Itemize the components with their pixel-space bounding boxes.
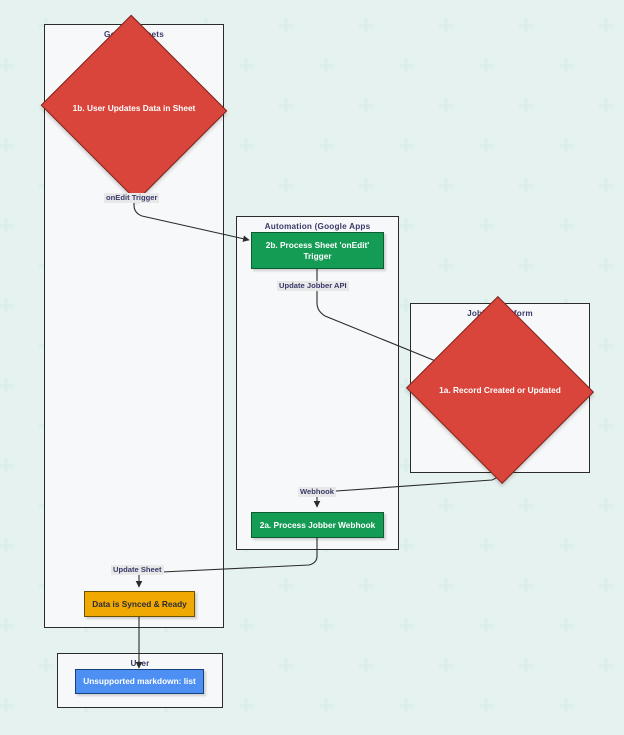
node-label: Data is Synced & Ready [92, 598, 187, 609]
node-label: 2b. Process Sheet 'onEdit' Trigger [265, 240, 370, 261]
subgraph-title-automation: Automation (Google Apps [264, 222, 371, 231]
edge-webhook [321, 455, 501, 493]
node-label: 1a. Record Created or Updated [439, 384, 561, 395]
edge-label-webhook: Webhook [298, 487, 337, 498]
node-label: Unsupported markdown: list [83, 676, 196, 687]
node-process-jobber-webhook[interactable]: 2a. Process Jobber Webhook [251, 512, 384, 538]
node-user-updates-data-diamond[interactable]: 1b. User Updates Data in Sheet [40, 14, 228, 202]
node-process-sheet-onedit-trigger[interactable]: 2b. Process Sheet 'onEdit' Trigger [251, 232, 384, 269]
node-label: 2a. Process Jobber Webhook [259, 519, 376, 530]
edge-label-update-sheet: Update Sheet [111, 565, 164, 576]
edge-label-update-jobber-api: Update Jobber API [277, 281, 349, 292]
edge-label-onedit-trigger: onEdit Trigger [104, 193, 160, 204]
edge-onedit-trigger [133, 172, 250, 242]
node-data-is-synced-and-ready[interactable]: Data is Synced & Ready [84, 591, 195, 617]
edge-update-sheet [161, 538, 318, 573]
node-unsupported-markdown-list[interactable]: Unsupported markdown: list [75, 669, 204, 694]
node-label: 1b. User Updates Data in Sheet [72, 102, 196, 113]
edge-update-jobber-api [316, 269, 444, 365]
node-record-created-or-updated-diamond[interactable]: 1a. Record Created or Updated [405, 295, 595, 485]
